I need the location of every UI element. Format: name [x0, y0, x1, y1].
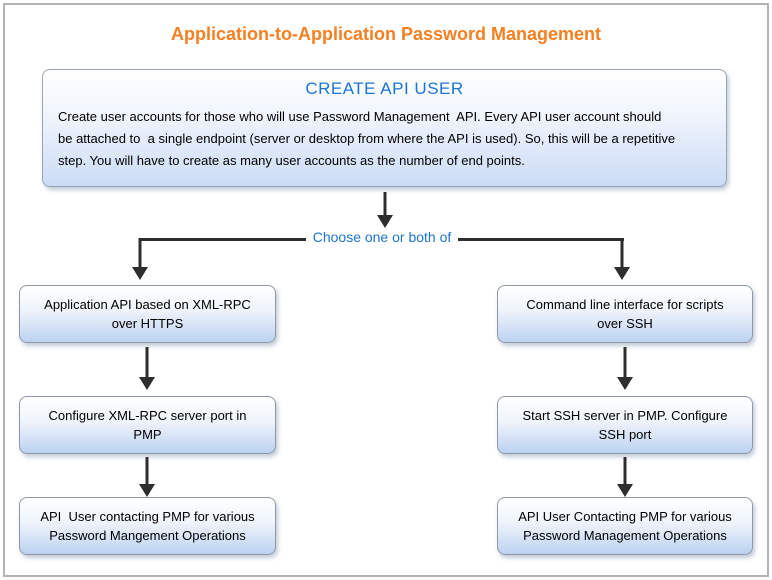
arrow-shaft	[383, 192, 387, 218]
arrow-shaft	[145, 457, 149, 487]
right-step-box-api-user-operations: API User Contacting PMP for various Pass…	[497, 497, 753, 555]
arrow-head-icon	[139, 484, 155, 497]
left-step-box-xml-rpc: Application API based on XML-RPC over HT…	[19, 285, 276, 343]
arrow-shaft	[620, 238, 624, 270]
page-title: Application-to-Application Password Mana…	[170, 24, 602, 44]
branch-left-down-arrow	[132, 238, 148, 280]
create-api-user-heading: CREATE API USER	[305, 79, 464, 98]
arrow-shaft	[623, 347, 627, 380]
left-step-box-api-user-operations: API User contacting PMP for various Pass…	[19, 497, 276, 555]
branch-right-down-arrow	[614, 238, 630, 280]
right-column-arrow-2	[617, 457, 633, 497]
arrow-shaft	[623, 457, 627, 487]
create-api-user-box: CREATE API USER Create user accounts for…	[42, 69, 727, 187]
arrow-shaft	[138, 238, 142, 270]
arrow-head-icon	[139, 377, 155, 390]
arrow-head-icon	[614, 267, 630, 280]
choose-label-wrap: Choose one or both of	[140, 229, 624, 247]
down-arrow-from-create-box	[377, 192, 393, 228]
arrow-head-icon	[132, 267, 148, 280]
right-column-arrow-1	[617, 347, 633, 390]
right-step-box-start-ssh-server: Start SSH server in PMP. Configure SSH p…	[497, 396, 753, 454]
left-step-box-configure-port: Configure XML-RPC server port in PMP	[19, 396, 276, 454]
arrow-shaft	[145, 347, 149, 380]
right-step-box-cli-ssh: Command line interface for scripts over …	[497, 285, 753, 343]
create-api-user-description: Create user accounts for those who will …	[58, 109, 676, 168]
choose-label: Choose one or both of	[305, 229, 459, 245]
arrow-head-icon	[377, 215, 393, 228]
left-column-arrow-1	[139, 347, 155, 390]
arrow-head-icon	[617, 377, 633, 390]
arrow-head-icon	[617, 484, 633, 497]
left-column-arrow-2	[139, 457, 155, 497]
